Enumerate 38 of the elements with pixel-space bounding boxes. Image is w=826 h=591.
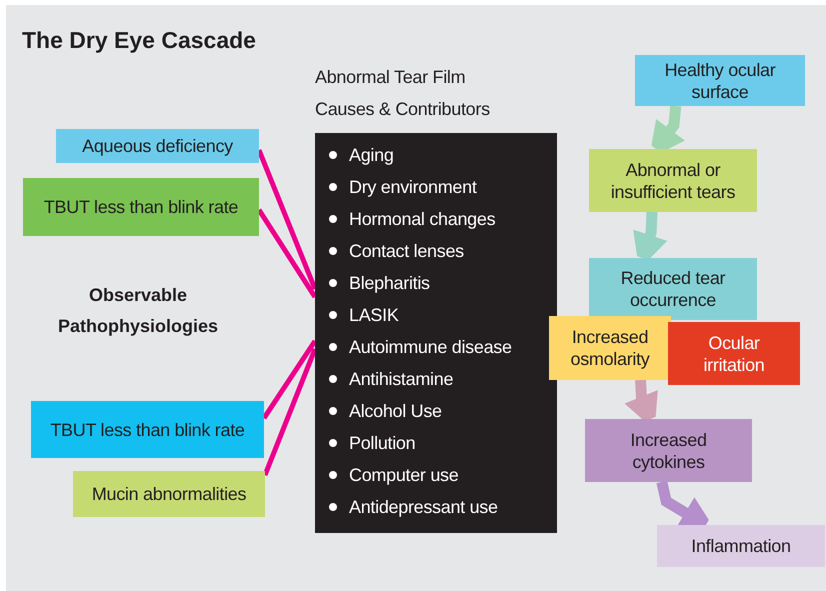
list-item: Hormonal changes (349, 208, 496, 231)
list-item: Autoimmune disease (349, 336, 512, 359)
diagram-title: The Dry Eye Cascade (22, 27, 256, 54)
list-item: Computer use (349, 464, 458, 487)
list-item: Alcohol Use (349, 400, 442, 423)
section-label: Observable Pathophysiologies (56, 284, 220, 338)
cascade-box (589, 149, 757, 212)
box-label: Mucin abnormalities (90, 483, 248, 505)
cascade-box (668, 322, 800, 385)
list-item: LASIK (349, 304, 399, 327)
cascade-box (585, 419, 752, 482)
box-label: Inflammation (690, 535, 792, 557)
cascade-box (549, 316, 671, 380)
list-item: Contact lenses (349, 240, 464, 263)
box-label: Aqueous deficiency (81, 135, 234, 157)
box-label: Healthy ocular surface (664, 58, 776, 102)
cause-box (23, 178, 259, 236)
cascade-box (657, 525, 825, 567)
box-label: TBUT less than blink rate (42, 196, 240, 218)
cause-box (73, 471, 265, 517)
cause-box (31, 401, 264, 458)
box-label: Abnormal or insufficient tears (610, 158, 736, 202)
box-label: Increased cytokines (629, 428, 708, 472)
box-label: TBUT less than blink rate (49, 418, 246, 440)
connector-line (262, 348, 318, 476)
list-item: Dry environment (349, 176, 477, 199)
box-label: Reduced tear occurrence (620, 267, 726, 311)
list-item: Blepharitis (349, 272, 430, 295)
list-item: Antidepressant use (349, 496, 498, 519)
list-item: Aging (349, 144, 394, 167)
box-label: Ocular irritation (702, 332, 766, 376)
cascade-box (589, 258, 757, 320)
list-item: Antihistamine (349, 368, 454, 391)
cascade-box (635, 55, 805, 106)
box-label: Increased osmolarity (569, 326, 651, 370)
cause-box (56, 129, 259, 163)
panel-heading: Abnormal Tear Film Causes & Contributors (315, 66, 491, 121)
list-item: Pollution (349, 432, 416, 455)
